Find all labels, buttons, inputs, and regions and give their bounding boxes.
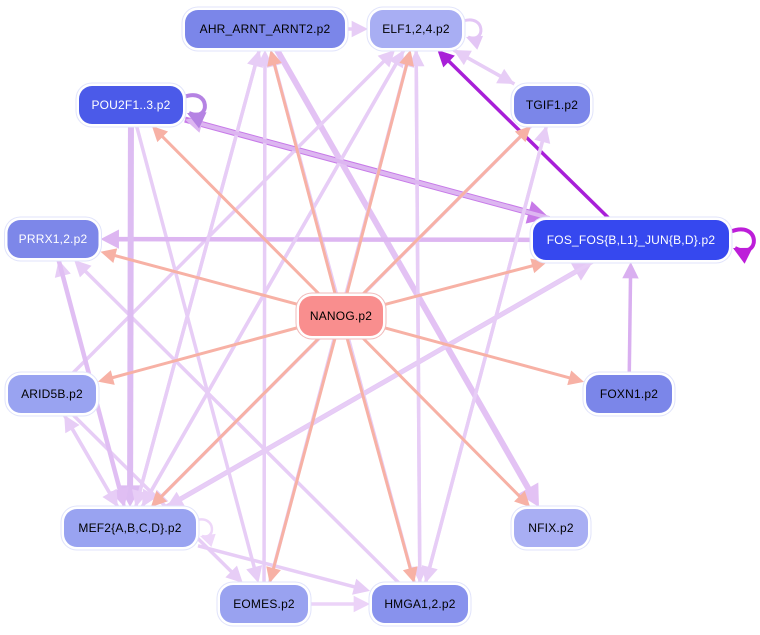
arrowhead-NANOG-POU [151,126,169,143]
node-POU[interactable]: POU2F1..3.p2 [79,86,183,124]
node-TGIF[interactable]: TGIF1.p2 [514,86,590,124]
node-NFIX[interactable]: NFIX.p2 [514,509,588,547]
self-loop-arrowhead-POU [187,112,207,129]
arrowhead-HMGA-PRRX [74,260,92,278]
edge-EOMES-AHR [262,64,267,584]
node-label: ARID5B.p2 [21,387,83,401]
self-loop-arrowhead-MEF2 [200,533,216,547]
self-loop-FOS [729,227,756,253]
edge-NANOG-POU [160,134,321,296]
edge-NANOG-PRRX [112,253,298,306]
node-label: NFIX.p2 [528,521,574,535]
edge-NANOG-NFIX [361,336,522,499]
edge-AHR-MEF2 [137,49,262,494]
edge-ARID-ELF [71,58,387,375]
edge-AHR-NFIX [274,48,532,492]
edge-FOS-POU [199,121,551,220]
node-label: FOS_FOS{B,L1}_JUN{B,D}.p2 [546,233,716,247]
edge-FOS-ELF [446,58,610,220]
node-label: NANOG.p2 [309,309,373,323]
edge-ARID-MEF2 [62,414,113,496]
node-label: FOXN1.p2 [599,387,659,401]
node-MEF2[interactable]: MEF2{A,B,C,D}.p2 [64,509,196,547]
edge-HMGA-TGIF [423,139,545,584]
arrowhead-EOMES-HMGA [353,595,370,613]
edge-PRRX-MEF2 [56,259,123,492]
node-label: PRRX1,2.p2 [18,232,88,246]
node-label: MEF2{A,B,C,D}.p2 [78,521,182,535]
edge-FOXN-FOS [627,276,633,374]
self-loop-arrowhead-FOS [733,247,753,264]
node-ARID[interactable]: ARID5B.p2 [8,375,96,413]
node-label: TGIF1.p2 [525,98,579,112]
arrowhead-NANOG-TGIF [514,126,531,143]
edge-HMGA-ELF [414,64,422,584]
edge-NANOG-MEF2 [159,336,321,499]
node-label: EOMES.p2 [233,597,295,611]
node-PRRX[interactable]: PRRX1,2.p2 [7,220,99,258]
arrowhead-MEF2-HMGA [352,578,370,595]
arrowhead-NANOG-MEF2 [150,490,168,507]
edge-NANOG-EOMES [271,337,337,571]
edge-NANOG-HMGA [345,337,413,571]
arrowhead-NANOG-ELF [399,50,414,67]
arrowhead-FOS-ELF [437,50,455,68]
node-label: POU2F1..3.p2 [91,98,171,112]
edge-HMGA-PRRX [83,268,401,585]
arrowhead-FOS-PRRX [100,229,119,249]
arrowhead-NANOG-FOS [530,258,548,274]
edge-NANOG-ARID [110,326,298,380]
node-FOS[interactable]: FOS_FOS{B,L1}_JUN{B,D}.p2 [533,220,729,260]
arrowhead-NANOG-EOMES [266,566,281,583]
arrowhead-ELF-MEF2 [142,488,158,507]
arrowhead-FOS-MEF2 [166,491,185,507]
arrowhead-NANOG-HMGA [402,566,418,583]
edge-ELF-MEF2 [147,49,406,496]
edge-NANOG-ELF [345,62,409,295]
edge-FOS-MEF2 [178,260,594,502]
edge-ELF-TGIF [452,48,503,79]
node-label: ELF1,2,4.p2 [382,22,450,36]
node-FOXN[interactable]: FOXN1.p2 [586,375,672,413]
arrowhead-NANOG-AHR [267,50,282,67]
arrowhead-ARID-EOMES [225,565,243,583]
edge-POU-MEF2 [127,125,134,488]
arrowhead-NANOG-PRRX [100,248,118,263]
edge-MEF2-HMGA [197,544,357,589]
node-AHR[interactable]: AHR_ARNT_ARNT2.p2 [185,10,345,48]
arrowhead-FOXN-FOS [622,262,639,279]
self-loop-arrowhead-ELF [466,35,484,50]
node-label: HMGA1,2.p2 [384,597,456,611]
edge-POU-EOMES [134,125,257,570]
arrowhead-NANOG-ARID [98,370,115,385]
node-HMGA[interactable]: HMGA1,2.p2 [372,585,468,623]
arrowhead-AHR-NFIX [518,482,539,507]
arrowhead-NANOG-NFIX [514,490,531,507]
node-ELF[interactable]: ELF1,2,4.p2 [370,10,462,48]
node-EOMES[interactable]: EOMES.p2 [220,585,308,623]
arrowhead-ARID-MEF2 [102,488,118,507]
arrowhead-ARID-ELF [377,50,396,68]
arrowhead-HMGA-TGIF [534,126,551,144]
self-loop-POU [183,93,207,117]
self-loop-ELF [462,18,483,40]
edge-ARID-EOMES [71,413,234,575]
edge-NANOG-FOS [384,263,535,306]
node-label: AHR_ARNT_ARNT2.p2 [199,22,331,36]
node-NANOG[interactable]: NANOG.p2 [299,296,383,336]
edge-NANOG-FOXN [384,326,572,380]
edge-FOS-PRRX [116,236,532,243]
arrowhead-NANOG-FOXN [567,370,584,386]
edge-NANOG-TGIF [361,134,523,296]
arrowhead-POU-EOMES [246,565,263,583]
edge-NANOG-AHR [272,62,337,295]
arrowhead-ELF-TGIF [496,68,515,84]
self-loop-MEF2 [196,518,214,538]
arrowhead-AHR-ELF [351,20,368,38]
